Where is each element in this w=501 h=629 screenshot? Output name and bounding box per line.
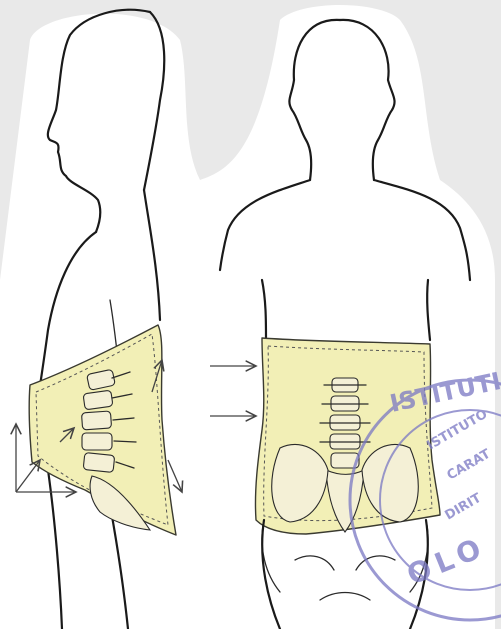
paper-background: [0, 5, 495, 629]
